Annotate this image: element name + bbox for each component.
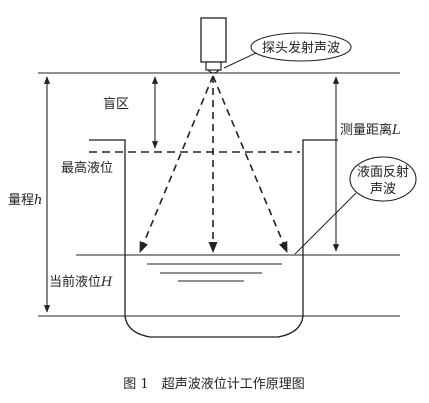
- blind-zone-dimension: 盲区: [103, 76, 159, 149]
- probe-callout: 探头发射声波: [223, 32, 352, 69]
- probe-sensor: [200, 17, 227, 74]
- range-dimension: 量程h: [6, 76, 51, 313]
- liquid-surface-lines: [147, 263, 282, 282]
- blind-zone-label: 盲区: [103, 96, 129, 112]
- sound-wave-arrows: [139, 75, 288, 254]
- reflected-label-line2: 声波: [370, 182, 396, 197]
- measure-distance-dimension: 测量距离L: [332, 76, 409, 252]
- figure-caption: 图 1 超声波液位计工作原理图: [123, 377, 304, 392]
- reflected-wave-callout: 液面反射 声波: [294, 156, 417, 255]
- measure-distance-label: 测量距离L: [340, 122, 401, 138]
- probe-label: 探头发射声波: [262, 40, 340, 56]
- range-label: 量程h: [8, 193, 42, 208]
- reflected-label-line1: 液面反射: [357, 164, 409, 180]
- current-level-label: 当前液位H: [49, 274, 113, 290]
- max-level-label: 最高液位: [61, 160, 113, 176]
- tank: [89, 139, 338, 338]
